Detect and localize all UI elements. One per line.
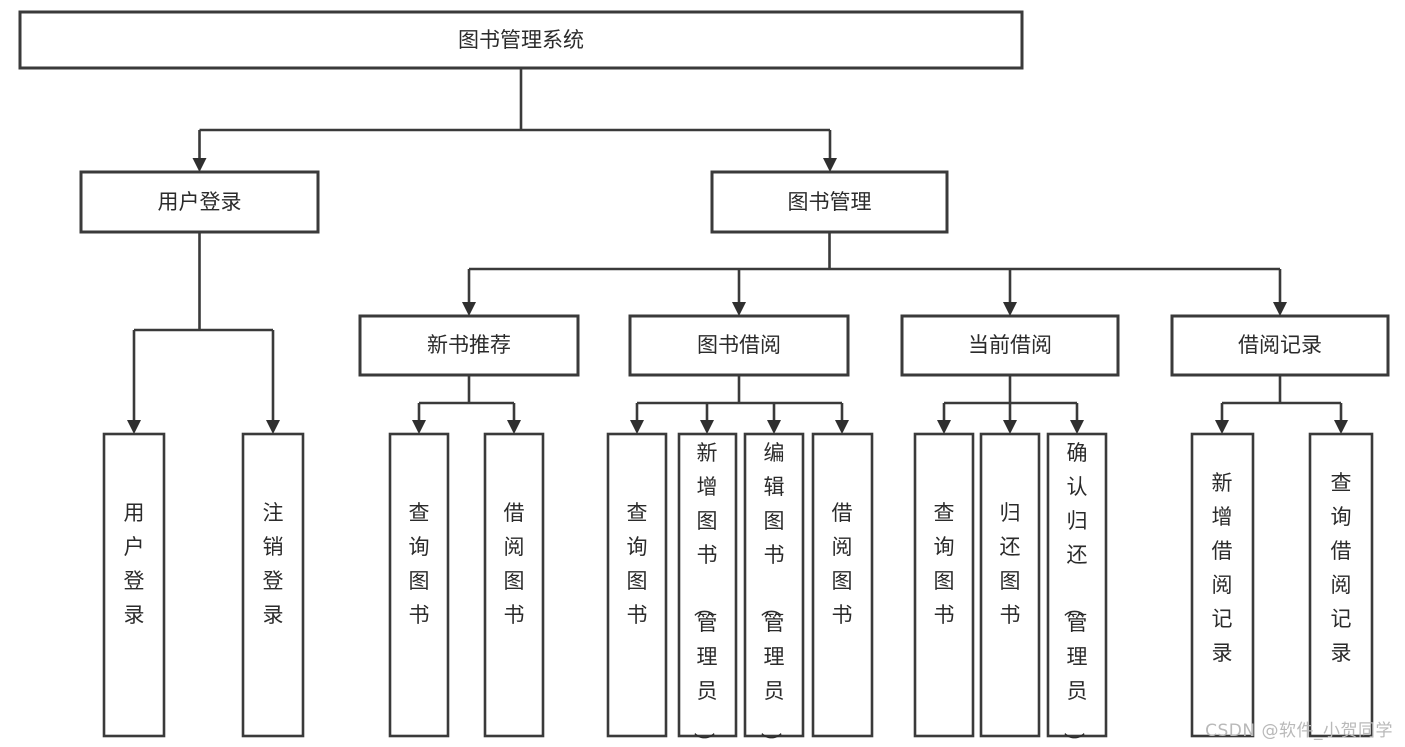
node-leaf-borrow-book-2-box[interactable] xyxy=(811,432,874,738)
node-leaf-query-book-1-box[interactable] xyxy=(388,432,450,738)
arrowhead-l2-1-to-leaf5 xyxy=(700,420,714,434)
arrowhead-root-to-login xyxy=(192,158,207,172)
arrowhead-l2-3-to-leaf11 xyxy=(1215,420,1229,434)
node-leaf-user-login-label: 用户登录 xyxy=(124,501,145,627)
arrowhead-bookmgmt-to-l2-1 xyxy=(732,302,746,316)
node-current-borrow-box[interactable] xyxy=(900,314,1120,377)
node-book-borrow[interactable]: 图书借阅 xyxy=(628,314,850,377)
node-borrow-record-label: 借阅记录 xyxy=(1238,333,1322,357)
arrowhead-l2-1-to-leaf7 xyxy=(835,420,849,434)
node-leaf-confirm-return-admin[interactable]: 确认归还（管理员） xyxy=(1046,432,1108,747)
arrowhead-login-to-leaf0 xyxy=(127,420,141,434)
node-book-borrow-box[interactable] xyxy=(628,314,850,377)
node-leaf-user-login-box[interactable] xyxy=(102,432,166,738)
node-leaf-logout[interactable]: 注销登录 xyxy=(241,432,305,738)
node-leaf-add-borrow-record-box[interactable] xyxy=(1190,432,1255,738)
node-leaf-edit-book-admin-label: 编辑图书（管理员） xyxy=(759,441,785,747)
node-leaf-add-book-admin-box[interactable] xyxy=(677,432,738,738)
node-book-management-label: 图书管理 xyxy=(788,190,872,214)
node-leaf-borrow-book-1-box[interactable] xyxy=(483,432,545,738)
node-leaf-query-book-3[interactable]: 查询图书 xyxy=(913,432,975,738)
arrowhead-l2-0-to-leaf3 xyxy=(507,420,521,434)
node-leaf-edit-book-admin[interactable]: 编辑图书（管理员） xyxy=(743,432,805,747)
node-leaf-query-borrow-record[interactable]: 查询借阅记录 xyxy=(1308,432,1374,738)
node-borrow-record-box[interactable] xyxy=(1170,314,1390,377)
node-leaf-return-book[interactable]: 归还图书 xyxy=(979,432,1041,738)
node-user-login-label: 用户登录 xyxy=(158,190,242,214)
node-root[interactable]: 图书管理系统 xyxy=(18,10,1024,70)
node-new-book-recommend-box[interactable] xyxy=(358,314,580,377)
node-leaf-add-book-admin-label: 新增图书（管理员） xyxy=(692,441,718,747)
arrowhead-l2-2-to-leaf9 xyxy=(1003,420,1017,434)
node-leaf-query-book-1[interactable]: 查询图书 xyxy=(388,432,450,738)
node-leaf-query-book-1-label: 查询图书 xyxy=(409,501,430,627)
node-root-box[interactable] xyxy=(18,10,1024,70)
connector-layer xyxy=(127,68,1348,434)
node-leaf-borrow-book-2[interactable]: 借阅图书 xyxy=(811,432,874,738)
node-leaf-add-borrow-record[interactable]: 新增借阅记录 xyxy=(1190,432,1255,738)
arrowhead-l2-1-to-leaf4 xyxy=(630,420,644,434)
arrowhead-bookmgmt-to-l2-3 xyxy=(1273,302,1287,316)
node-leaf-borrow-book-1-label: 借阅图书 xyxy=(504,501,525,627)
node-user-login[interactable]: 用户登录 xyxy=(79,170,320,234)
node-borrow-record[interactable]: 借阅记录 xyxy=(1170,314,1390,377)
node-user-login-box[interactable] xyxy=(79,170,320,234)
node-book-management[interactable]: 图书管理 xyxy=(710,170,949,234)
arrowhead-l2-2-to-leaf10 xyxy=(1070,420,1084,434)
node-leaf-query-book-2-box[interactable] xyxy=(606,432,668,738)
node-leaf-return-book-label: 归还图书 xyxy=(1000,501,1021,627)
node-leaf-logout-box[interactable] xyxy=(241,432,305,738)
node-leaf-borrow-book-2-label: 借阅图书 xyxy=(832,501,853,627)
arrowhead-bookmgmt-to-l2-2 xyxy=(1003,302,1017,316)
node-leaf-add-borrow-record-label: 新增借阅记录 xyxy=(1212,471,1233,665)
node-leaf-user-login[interactable]: 用户登录 xyxy=(102,432,166,738)
node-leaf-confirm-return-admin-label: 确认归还（管理员） xyxy=(1062,441,1088,747)
node-leaf-query-borrow-record-box[interactable] xyxy=(1308,432,1374,738)
arrowhead-bookmgmt-to-l2-0 xyxy=(462,302,476,316)
arrowhead-l2-3-to-leaf12 xyxy=(1334,420,1348,434)
arrowhead-l2-0-to-leaf2 xyxy=(412,420,426,434)
node-leaf-add-book-admin[interactable]: 新增图书（管理员） xyxy=(677,432,738,747)
arrowhead-root-to-bookmgmt xyxy=(823,158,837,172)
node-current-borrow[interactable]: 当前借阅 xyxy=(900,314,1120,377)
node-leaf-edit-book-admin-box[interactable] xyxy=(743,432,805,738)
node-leaf-query-borrow-record-label: 查询借阅记录 xyxy=(1331,471,1352,665)
node-leaf-confirm-return-admin-box[interactable] xyxy=(1046,432,1108,738)
node-book-management-box[interactable] xyxy=(710,170,949,234)
node-leaf-return-book-box[interactable] xyxy=(979,432,1041,738)
node-leaf-borrow-book-1[interactable]: 借阅图书 xyxy=(483,432,545,738)
node-leaf-query-book-2-label: 查询图书 xyxy=(627,501,648,627)
node-current-borrow-label: 当前借阅 xyxy=(968,333,1052,357)
arrowhead-l2-2-to-leaf8 xyxy=(937,420,951,434)
node-new-book-recommend-label: 新书推荐 xyxy=(427,333,511,357)
node-leaf-logout-label: 注销登录 xyxy=(263,501,284,627)
arrowhead-l2-1-to-leaf6 xyxy=(767,420,781,434)
node-root-label: 图书管理系统 xyxy=(458,28,584,52)
node-leaf-query-book-3-label: 查询图书 xyxy=(934,501,955,627)
arrowhead-login-to-leaf1 xyxy=(266,420,280,434)
node-leaf-query-book-2[interactable]: 查询图书 xyxy=(606,432,668,738)
node-new-book-recommend[interactable]: 新书推荐 xyxy=(358,314,580,377)
node-leaf-query-book-3-box[interactable] xyxy=(913,432,975,738)
node-book-borrow-label: 图书借阅 xyxy=(697,333,781,357)
